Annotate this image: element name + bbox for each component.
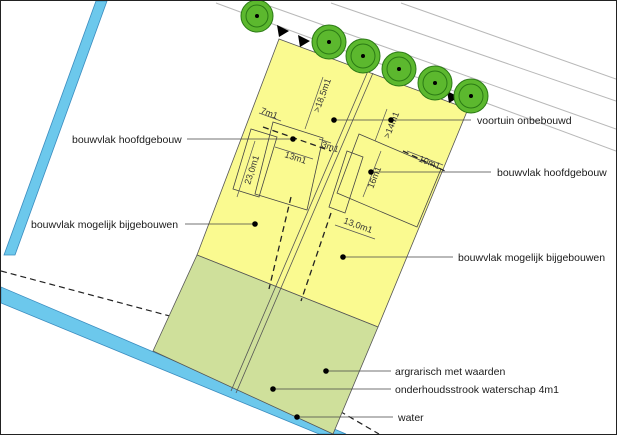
dimension-lines [236, 76, 444, 240]
label-hoofdgebouw-right: bouwvlak hoofdgebouw [497, 167, 607, 179]
garage-outline-right [328, 150, 364, 214]
leader-dot [252, 221, 258, 227]
label-bijgebouwen-left: bouwvlak mogelijk bijgebouwen [31, 219, 178, 231]
building-line-dashed [262, 126, 332, 152]
tree-icon [311, 24, 347, 60]
label-voortuin: voortuin onbebouwd [477, 115, 572, 127]
building-line-dashed [402, 150, 446, 172]
trees [240, 1, 489, 114]
plot-boundary-line [230, 70, 369, 392]
dimension-line [274, 146, 314, 160]
dimension-line [406, 150, 444, 166]
label-water: water [397, 412, 424, 424]
leader-dot [294, 414, 300, 420]
building-outlines [232, 121, 442, 228]
entrance-arrow-icon [277, 25, 289, 37]
road-edge-line [215, 2, 616, 152]
road [215, 2, 616, 152]
label-hoofdgebouw-left: bouwvlak hoofdgebouw [72, 134, 182, 146]
building-outline-right [336, 133, 442, 228]
maintenance-strip-line [1, 270, 380, 434]
building-outline-left [254, 121, 324, 211]
canal-left [3, 1, 108, 256]
road-edge-line [400, 2, 616, 80]
leader-dot [323, 368, 329, 374]
entrance-arrows [277, 25, 459, 103]
label-bijgebouwen-right: bouwvlak mogelijk bijgebouwen [458, 252, 605, 264]
dimension-line [374, 108, 388, 142]
annotations: voortuin onbebouwd bouwvlak hoofdgebouw … [31, 115, 607, 424]
leader-dot [388, 117, 394, 123]
rear-building-line-dashed [268, 196, 292, 290]
leader-lines [185, 119, 491, 418]
label-agrarisch: argrarisch met waarden [395, 366, 505, 378]
rear-building-line-dashed [300, 212, 332, 302]
tree-icon [345, 38, 381, 74]
building-dashed-lines [262, 126, 446, 302]
dimension-line [334, 224, 376, 240]
leader-dots [252, 117, 394, 420]
plot-boundary-line [235, 72, 374, 394]
dimension-line [236, 140, 256, 198]
tree-icon [417, 65, 453, 101]
leader-dot [290, 136, 296, 142]
dimension-line [304, 76, 324, 130]
entrance-arrow-icon [298, 35, 310, 47]
road-edge-line [330, 2, 616, 102]
tree-icon [381, 51, 417, 87]
tree-icon [453, 78, 489, 114]
leader-dot [331, 117, 337, 123]
leader-dot [340, 254, 346, 260]
dimension-line [318, 138, 332, 144]
garage-outline-left [232, 128, 278, 198]
dimension-line [258, 112, 282, 122]
leader-dot [270, 386, 276, 392]
entrance-arrow-icon [447, 91, 459, 103]
plot-division-lines [230, 70, 374, 394]
tree-icon [240, 1, 274, 33]
label-onderhoudsstrook: onderhoudsstrook waterschap 4m1 [395, 384, 559, 396]
leader-dot [368, 169, 374, 175]
